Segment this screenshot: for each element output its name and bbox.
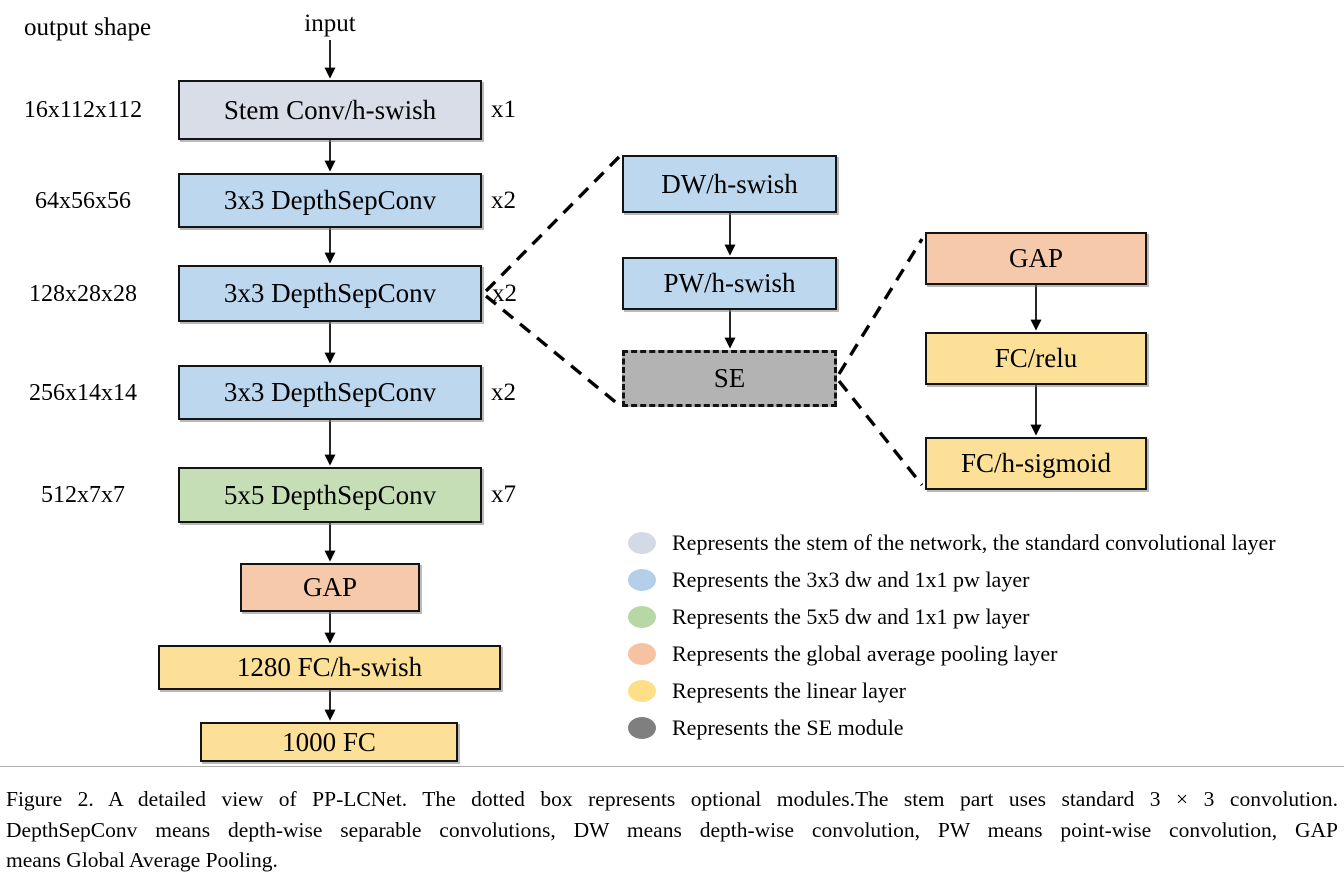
legend-label: Represents the global average pooling la… (672, 641, 1058, 666)
depthsepconv-box-2: 3x3 DepthSepConv (178, 265, 482, 322)
legend-label: Represents the 3x3 dw and 1x1 pw layer (672, 567, 1030, 592)
legend-label: Represents the 5x5 dw and 1x1 pw layer (672, 604, 1030, 629)
output-shape-256x14x14: 256x14x14 (29, 380, 137, 406)
output-shape-16x112x112: 16x112x112 (23, 97, 143, 123)
output-shape-header: output shape (24, 14, 152, 41)
legend-label: Represents the linear layer (672, 678, 906, 703)
legend-dot-stem (628, 532, 656, 554)
legend-item-se: Represents the SE module (628, 715, 904, 740)
legend-dot-se (628, 717, 656, 739)
gap-box: GAP (240, 563, 420, 612)
caption-line-2: DepthSepConv means depth-wise separable … (6, 817, 1338, 842)
output-shape-512x7x7: 512x7x7 (41, 482, 125, 508)
fc-1280-box: 1280 FC/h-swish (158, 645, 501, 690)
legend-dot-3x3 (628, 569, 656, 591)
figure-divider (0, 766, 1344, 767)
multiplier-x7: x7 (491, 481, 516, 508)
fc-hsigmoid-box: FC/h-sigmoid (925, 437, 1147, 490)
multiplier-x1: x1 (491, 96, 516, 123)
multiplier-x2-b: x2 (492, 280, 517, 307)
legend-item-stem: Represents the stem of the network, the … (628, 530, 1276, 555)
depthsepconv-box-1: 3x3 DepthSepConv (178, 173, 482, 228)
caption-line-1: Figure 2. A detailed view of PP-LCNet. T… (6, 787, 1338, 811)
dashed-connector-se-fcsigmoid (837, 379, 924, 487)
legend-item-3x3: Represents the 3x3 dw and 1x1 pw layer (628, 567, 1030, 592)
pw-box: PW/h-swish (622, 257, 837, 310)
dashed-connector-dsc2-dw (484, 155, 621, 293)
depthsepconv-5x5-box: 5x5 DepthSepConv (178, 467, 482, 523)
depthsepconv-box-3: 3x3 DepthSepConv (178, 365, 482, 420)
fc-1000-box: 1000 FC (200, 722, 458, 762)
figure-caption: Figure 2. A detailed view of PP-LCNet. T… (6, 784, 1338, 876)
legend-item-gap: Represents the global average pooling la… (628, 641, 1058, 666)
legend-dot-linear (628, 680, 656, 702)
input-label: input (304, 10, 356, 37)
multiplier-x2-c: x2 (491, 379, 516, 406)
legend-label: Represents the stem of the network, the … (672, 530, 1276, 555)
legend-item-linear: Represents the linear layer (628, 678, 906, 703)
legend-label: Represents the SE module (672, 715, 904, 740)
legend-dot-gap (628, 643, 656, 665)
output-shape-64x56x56: 64x56x56 (35, 188, 131, 214)
dw-box: DW/h-swish (622, 155, 837, 213)
dashed-connector-se-gap (837, 238, 924, 375)
fc-relu-box: FC/relu (925, 332, 1147, 385)
stem-conv-box: Stem Conv/h-swish (178, 80, 482, 140)
caption-line-3: means Global Average Pooling. (6, 848, 278, 872)
legend-item-5x5: Represents the 5x5 dw and 1x1 pw layer (628, 604, 1030, 629)
output-shape-128x28x28: 128x28x28 (29, 281, 137, 307)
multiplier-x2-a: x2 (491, 187, 516, 214)
se-box: SE (622, 350, 837, 407)
se-gap-box: GAP (925, 232, 1147, 285)
legend-dot-5x5 (628, 606, 656, 628)
